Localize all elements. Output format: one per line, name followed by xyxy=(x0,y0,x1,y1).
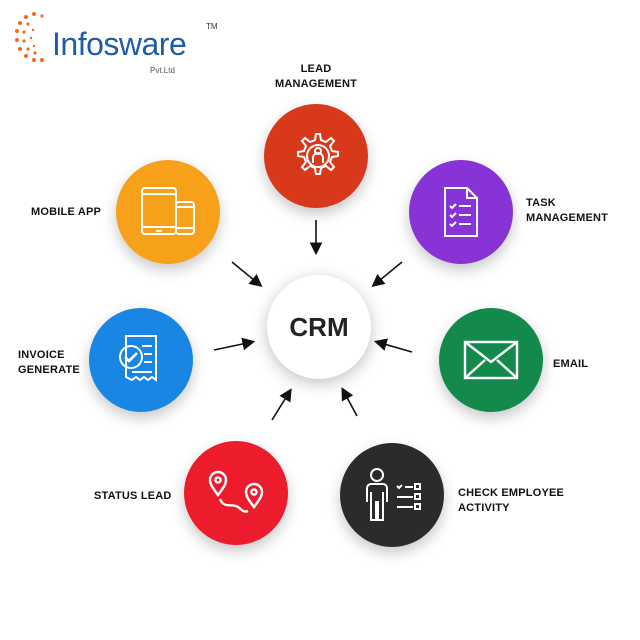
lead-management-label-line2: MANAGEMENT xyxy=(274,78,358,90)
arrow-status xyxy=(271,388,292,421)
arrow-invoice xyxy=(213,337,256,351)
task-management-label-line1: TASK xyxy=(526,197,556,209)
task-management-label: TASK MANAGEMENT xyxy=(526,196,608,226)
lead-management-label: LEAD MANAGEMENT xyxy=(270,62,362,92)
lead-management-label-line1: LEAD xyxy=(300,63,332,75)
status-lead-node xyxy=(184,441,288,545)
envelope-icon xyxy=(463,340,519,380)
email-label-line1: EMAIL xyxy=(553,358,589,370)
check-employee-activity-node xyxy=(340,443,444,547)
tablet-phone-icon xyxy=(141,187,195,235)
person-checklist-icon xyxy=(366,468,421,521)
status-lead-label-line1: STATUS LEAD xyxy=(94,490,172,502)
check-employee-activity-label-line2: ACTIVITY xyxy=(458,502,510,514)
invoice-generate-label: INVOICE GENERATE xyxy=(18,348,80,378)
arrow-mobile xyxy=(231,261,263,288)
mobile-app-node xyxy=(116,160,220,264)
mobile-app-label: MOBILE APP xyxy=(31,205,101,220)
task-management-label-line2: MANAGEMENT xyxy=(526,212,609,224)
logo-subtitle: Pvt.Ltd xyxy=(150,66,175,75)
invoice-generate-label-line1: INVOICE xyxy=(18,349,65,361)
arrow-task xyxy=(371,261,403,288)
lead-management-node xyxy=(264,104,368,208)
invoice-generate-node xyxy=(89,308,193,412)
task-management-node xyxy=(409,160,513,264)
checklist-document-icon xyxy=(444,187,478,237)
logo-trademark: TM xyxy=(206,22,218,31)
mobile-app-label-line1: MOBILE APP xyxy=(31,206,102,218)
company-logo: Infosware TM Pvt.Ltd xyxy=(12,8,218,78)
logo-dots-icon xyxy=(15,12,44,62)
email-node xyxy=(439,308,543,412)
arrow-employee xyxy=(341,387,358,417)
invoice-generate-label-line2: GENERATE xyxy=(18,364,80,376)
gear-person-icon xyxy=(297,133,339,175)
check-employee-activity-label-line1: CHECK EMPLOYEE xyxy=(458,487,565,499)
invoice-check-icon xyxy=(119,335,157,382)
logo-name: Infosware xyxy=(52,26,187,62)
crm-center-node: CRM xyxy=(267,275,371,379)
check-employee-activity-label: CHECK EMPLOYEE ACTIVITY xyxy=(458,486,564,516)
email-label: EMAIL xyxy=(553,357,588,372)
route-pins-icon xyxy=(208,470,264,513)
arrow-email xyxy=(373,338,413,353)
status-lead-label: STATUS LEAD xyxy=(94,489,172,504)
